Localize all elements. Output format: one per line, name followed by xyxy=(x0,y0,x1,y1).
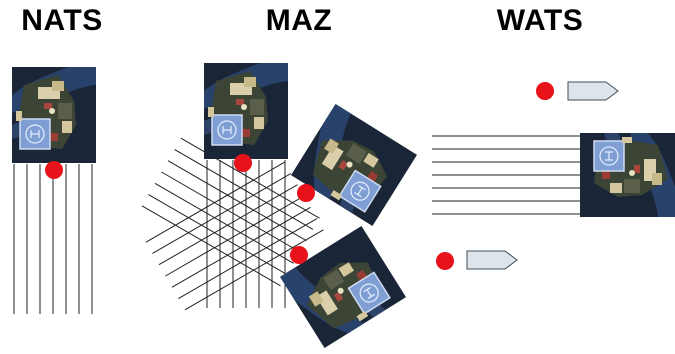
nats-source-dot xyxy=(45,161,63,179)
maz-streamer-line xyxy=(154,182,294,264)
maz-streamer-line xyxy=(158,184,298,266)
maz-streamer-line xyxy=(165,195,305,277)
maz-streamer-line xyxy=(141,205,281,287)
maz-heading: MAZ xyxy=(265,4,333,37)
wats-platform-icon xyxy=(579,132,675,218)
wats-streamer-lines xyxy=(432,135,584,215)
maz-source-dot-right xyxy=(297,184,315,202)
wats-source-vessel-top-icon xyxy=(567,81,619,101)
wats-heading: WATS xyxy=(496,4,584,37)
maz-streamer-line xyxy=(161,171,301,253)
maz-source-dot-top xyxy=(234,154,252,172)
maz-source-dot-bottom xyxy=(290,246,308,264)
maz-streamer-line xyxy=(174,149,314,230)
maz-streamer-line xyxy=(184,229,324,311)
nats-heading: NATS xyxy=(21,4,103,37)
wats-source-dot-bottom xyxy=(436,252,454,270)
maz-streamer-line xyxy=(167,160,307,242)
maz-streamer-line xyxy=(145,161,285,243)
maz-streamer-line xyxy=(171,206,311,288)
wats-source-dot-top xyxy=(536,82,554,100)
maz-streamer-grid xyxy=(141,137,324,311)
wats-source-vessel-bottom-icon xyxy=(466,250,518,270)
nats-platform-icon xyxy=(11,66,97,164)
maz-streamer-line xyxy=(178,218,318,299)
nats-streamer-lines xyxy=(13,164,93,314)
maz-platform-top-icon xyxy=(203,62,289,160)
maz-streamer-line xyxy=(152,173,292,254)
maz-streamer-line xyxy=(148,194,288,275)
